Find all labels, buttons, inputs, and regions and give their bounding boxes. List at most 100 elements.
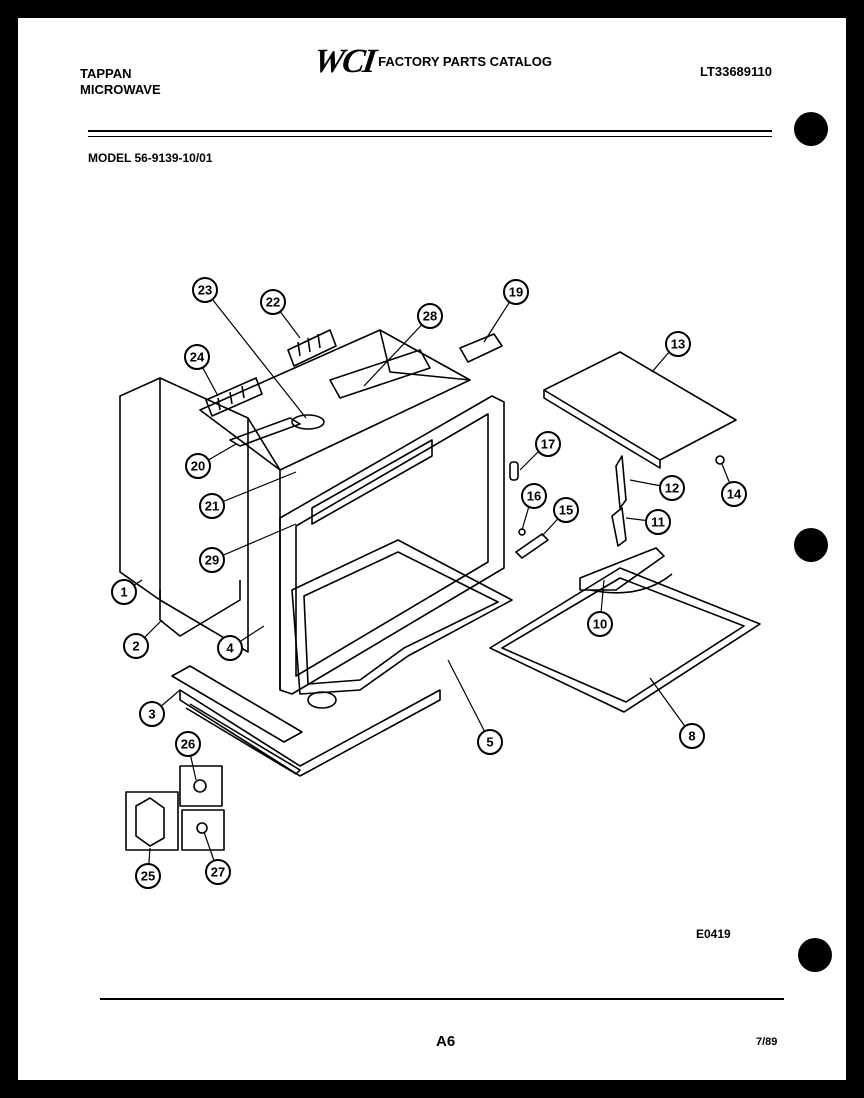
callout-23: 23: [198, 283, 212, 298]
diagram-reference: E0419: [696, 927, 731, 941]
callout-1: 1: [120, 585, 127, 600]
callout-26-circle: [175, 731, 201, 757]
shield-curve: [589, 573, 673, 594]
callout-21-circle: [199, 493, 225, 519]
callout-11: 11: [651, 515, 665, 530]
heater-element: [229, 417, 301, 447]
callout-10: 10: [593, 617, 607, 632]
vent-fins-24: [217, 385, 245, 411]
top-cover-13: [543, 351, 737, 461]
side-rail-3: [171, 665, 303, 743]
hinge-part-12: [615, 455, 627, 509]
vent-bracket-24: [205, 377, 263, 417]
callout-23-circle: [192, 277, 218, 303]
spacer-part-17: [509, 461, 519, 481]
callout-28: 28: [423, 309, 437, 324]
callout-28-circle: [417, 303, 443, 329]
bottom-panel-8: [489, 567, 761, 713]
oven-front-frame: [279, 395, 505, 695]
header-rule: [88, 130, 772, 132]
catalog-heading: WCI FACTORY PARTS CATALOG: [311, 43, 552, 80]
washer-part-27: [196, 822, 208, 834]
screw-part-26: [193, 779, 207, 793]
callout-13-circle: [665, 331, 691, 357]
header-rule-thin: [88, 136, 772, 137]
callout-1-circle: [111, 579, 137, 605]
base-grommet: [307, 691, 337, 709]
callout-12: 12: [665, 481, 679, 496]
callout-24-circle: [184, 344, 210, 370]
callout-2-circle: [123, 633, 149, 659]
binder-hole-bottom: [798, 938, 832, 972]
brand-line-2: MICROWAVE: [80, 82, 161, 97]
brand-name: TAPPAN MICROWAVE: [80, 66, 161, 98]
callout-11-circle: [645, 509, 671, 535]
catalog-number: LT33689110: [699, 64, 772, 79]
lower-bracket-2: [159, 580, 241, 637]
callout-17-circle: [535, 431, 561, 457]
callout-15: 15: [559, 503, 573, 518]
part-box-26: [179, 765, 223, 807]
callout-16-circle: [521, 483, 547, 509]
housing-rear-edge: [379, 329, 471, 381]
callout-19-circle: [503, 279, 529, 305]
side-rail-lower: [185, 703, 301, 775]
vent-bracket-22: [287, 329, 337, 367]
callout-10-circle: [587, 611, 613, 637]
spring-part-11: [611, 507, 627, 547]
callout-14: 14: [727, 487, 742, 502]
callout-4: 4: [226, 641, 234, 656]
callout-12-circle: [659, 475, 685, 501]
callout-22: 22: [266, 295, 280, 310]
bottom-tray: [291, 539, 513, 695]
callout-29-circle: [199, 547, 225, 573]
callout-8-circle: [679, 723, 705, 749]
callout-26: 26: [181, 737, 195, 752]
latch-part-15: [515, 533, 549, 559]
revision-date: 7/89: [756, 1036, 778, 1048]
bottom-panel-inner: [501, 577, 745, 703]
callout-15-circle: [553, 497, 579, 523]
footer-rule: [100, 998, 784, 1000]
outer-cabinet-wall: [119, 377, 249, 653]
callout-3-circle: [139, 701, 165, 727]
page-number: A6: [436, 1033, 456, 1050]
part-box-27: [181, 809, 225, 851]
callout-17: 17: [541, 437, 555, 452]
knob-part-25: [135, 797, 165, 847]
brand-line-1: TAPPAN: [80, 66, 132, 81]
callout-19: 19: [509, 285, 523, 300]
callout-5: 5: [486, 735, 493, 750]
callout-14-circle: [721, 481, 747, 507]
oven-cavity-opening: [295, 413, 489, 677]
waveguide-duct: [329, 349, 431, 399]
paper-sheet: [18, 18, 846, 1080]
callout-20: 20: [191, 459, 205, 474]
catalog-title: FACTORY PARTS CATALOG: [378, 54, 552, 69]
callout-25: 25: [141, 869, 155, 884]
part-box-25: [125, 791, 179, 851]
callout-25-circle: [135, 863, 161, 889]
callout-3: 3: [148, 707, 155, 722]
callout-29: 29: [205, 553, 219, 568]
bottom-tray-inner: [303, 551, 499, 685]
vent-fins-22: [297, 333, 321, 357]
screw-part-14: [715, 455, 725, 465]
callout-27: 27: [211, 865, 225, 880]
callout-2: 2: [132, 639, 139, 654]
callout-27-circle: [205, 859, 231, 885]
shield-part-10: [579, 547, 665, 591]
mounting-bracket-19: [459, 333, 503, 363]
callout-13: 13: [671, 337, 685, 352]
stirrer-blade: [291, 414, 325, 430]
callout-4-circle: [217, 635, 243, 661]
callout-24: 24: [190, 350, 205, 365]
upper-panel-21: [311, 439, 433, 525]
callout-22-circle: [260, 289, 286, 315]
top-cover-edge: [543, 390, 661, 469]
callout-5-circle: [477, 729, 503, 755]
binder-hole-middle: [794, 528, 828, 562]
callout-8: 8: [688, 729, 695, 744]
